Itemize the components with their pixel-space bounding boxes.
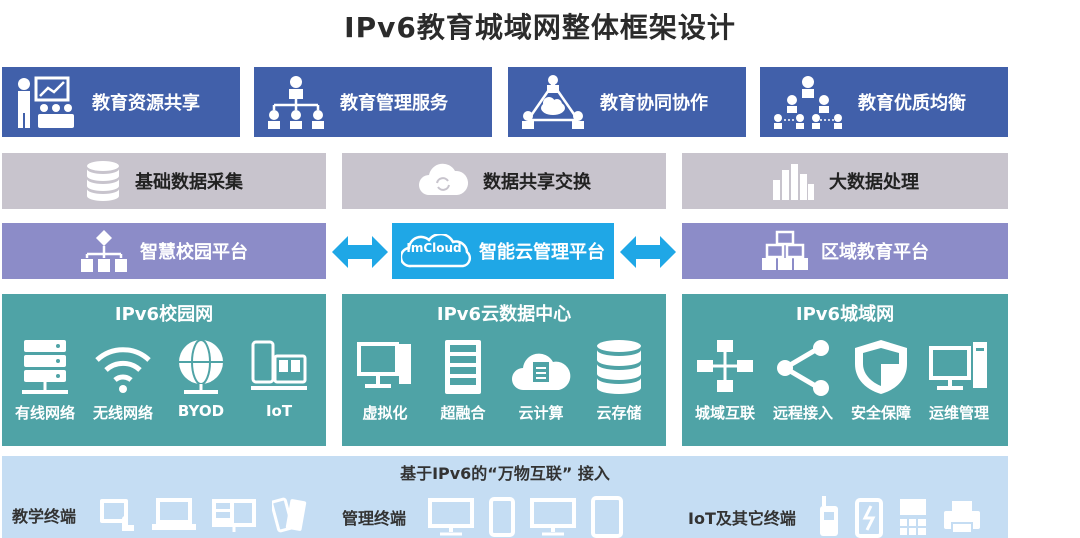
storage-database-icon [597,340,641,394]
tablet-icon [591,496,624,538]
e-reader-icon [272,497,307,533]
item-wireless-network: 无线网络 [84,338,162,423]
label-education-quality-balance: 教育优质均衡 [858,93,966,114]
shield-icon [855,340,907,394]
item-virtualization: 虚拟化 [346,338,424,423]
printer-icon [943,501,980,534]
heading-ipv6-campus-network: IPv6校园网 [114,304,214,325]
server-icon [22,340,68,394]
label-management-terminals: 管理终端 [342,509,407,528]
iot-devices-icon [251,340,307,390]
people-network-icon [774,76,842,129]
box-education-collaboration: 教育协同协作 [508,67,746,137]
label-cloud-computing: 云计算 [518,404,564,422]
box-smart-campus-platform: 智慧校园平台 [2,223,326,279]
label-iot: IoT [265,402,293,420]
heading-iot-access: 基于IPv6的“万物互联” 接入 [400,464,610,483]
label-data-sharing-exchange: 数据共享交换 [483,172,591,193]
label-basic-data-collection: 基础数据采集 [135,172,243,193]
label-virtualization: 虚拟化 [362,404,408,422]
box-ipv6-campus-network: IPv6校园网 有线网络 无线网络 BYOD [2,294,326,446]
box-data-sharing-exchange: 数据共享交换 [342,153,666,209]
computer-icon [929,342,987,390]
box-smart-cloud-management-platform: ImCloud 智能云管理平台 [392,223,614,279]
item-byod: BYOD [162,338,240,420]
presentation-board-icon [212,499,257,532]
label-cloud-storage: 云存储 [596,404,642,422]
box-education-management-service: 教育管理服务 [254,67,492,137]
group-iot-other-terminals: IoT及其它终端 [688,496,996,538]
phone-icon [489,497,516,537]
double-arrow-left-icon [332,236,388,268]
monitor-icon [428,498,475,536]
laptop-icon [152,498,197,530]
label-remote-access: 远程接入 [772,404,833,422]
label-wireless-network: 无线网络 [92,404,153,422]
label-wired-network: 有线网络 [14,404,75,422]
box-education-quality-balance: 教育优质均衡 [760,67,1008,137]
label-iot-other-terminals: IoT及其它终端 [688,509,796,528]
network-topology-icon [697,340,753,392]
label-operations-management: 运维管理 [928,404,989,422]
collaboration-cloud-icon [522,75,584,129]
imcloud-logo-text: ImCloud [406,241,462,255]
group-management-terminals: 管理终端 [342,496,638,538]
item-cloud-storage: 云存储 [580,338,658,423]
hierarchy-icon [81,230,127,272]
heading-ipv6-cloud-data-center: IPv6云数据中心 [436,304,572,325]
label-smart-cloud-management-platform: 智能云管理平台 [479,242,605,263]
desktop-icon [357,342,411,388]
display-icon [530,498,577,536]
item-operations-management: 运维管理 [920,338,998,423]
label-education-management-service: 教育管理服务 [340,93,448,114]
item-wired-network: 有线网络 [6,338,84,423]
label-education-collaboration: 教育协同协作 [600,93,708,114]
wifi-icon [95,347,151,393]
item-remote-access: 远程接入 [764,338,842,423]
bar-chart-icon [773,164,814,200]
label-security: 安全保障 [850,404,911,422]
item-hyper-convergence: 超融合 [424,338,502,423]
item-iot: IoT [240,338,318,420]
imcloud-logo-icon [401,234,472,268]
item-metro-interconnect: 城域互联 [686,338,764,423]
pos-terminal-icon [899,499,926,535]
heading-ipv6-metro-network: IPv6城域网 [795,304,895,325]
globe-icon [179,339,223,394]
label-hyper-convergence: 超融合 [440,404,486,422]
server-rack-icon [445,340,481,394]
label-teaching-terminals: 教学终端 [12,507,77,526]
double-arrow-right-icon [620,236,676,268]
box-ipv6-cloud-data-center: IPv6云数据中心 虚拟化 超融合 云计算 [342,294,666,446]
item-security: 安全保障 [842,338,920,423]
cloud-sync-icon [419,163,469,195]
label-big-data-processing: 大数据处理 [829,172,919,193]
org-chart-icon [268,76,324,129]
blocks-icon [762,230,808,270]
group-teaching-terminals: 教学终端 [12,496,322,534]
database-icon [87,161,119,201]
share-icon [777,340,829,396]
label-smart-campus-platform: 智慧校园平台 [140,242,248,263]
tablet-touch-icon [100,499,135,531]
walkie-talkie-icon [819,496,838,536]
label-byod: BYOD [177,402,225,420]
item-cloud-computing: 云计算 [502,338,580,423]
label-regional-education-platform: 区域教育平台 [821,242,929,263]
box-iot-access: 基于IPv6的“万物互联” 接入 教学终端 管理终端 [2,456,1008,538]
box-basic-data-collection: 基础数据采集 [2,153,326,209]
label-education-resource-sharing: 教育资源共享 [92,93,200,114]
power-bank-icon [854,498,883,538]
cloud-document-icon [512,353,571,390]
box-ipv6-metro-network: IPv6城域网 城域互联 远程接入 安全保障 [682,294,1008,446]
box-regional-education-platform: 区域教育平台 [682,223,1008,279]
page-title: IPv6教育城域网整体框架设计 [344,11,736,44]
label-metro-interconnect: 城域互联 [694,404,755,422]
box-big-data-processing: 大数据处理 [682,153,1008,209]
teacher-class-icon [18,76,74,128]
box-education-resource-sharing: 教育资源共享 [2,67,240,137]
